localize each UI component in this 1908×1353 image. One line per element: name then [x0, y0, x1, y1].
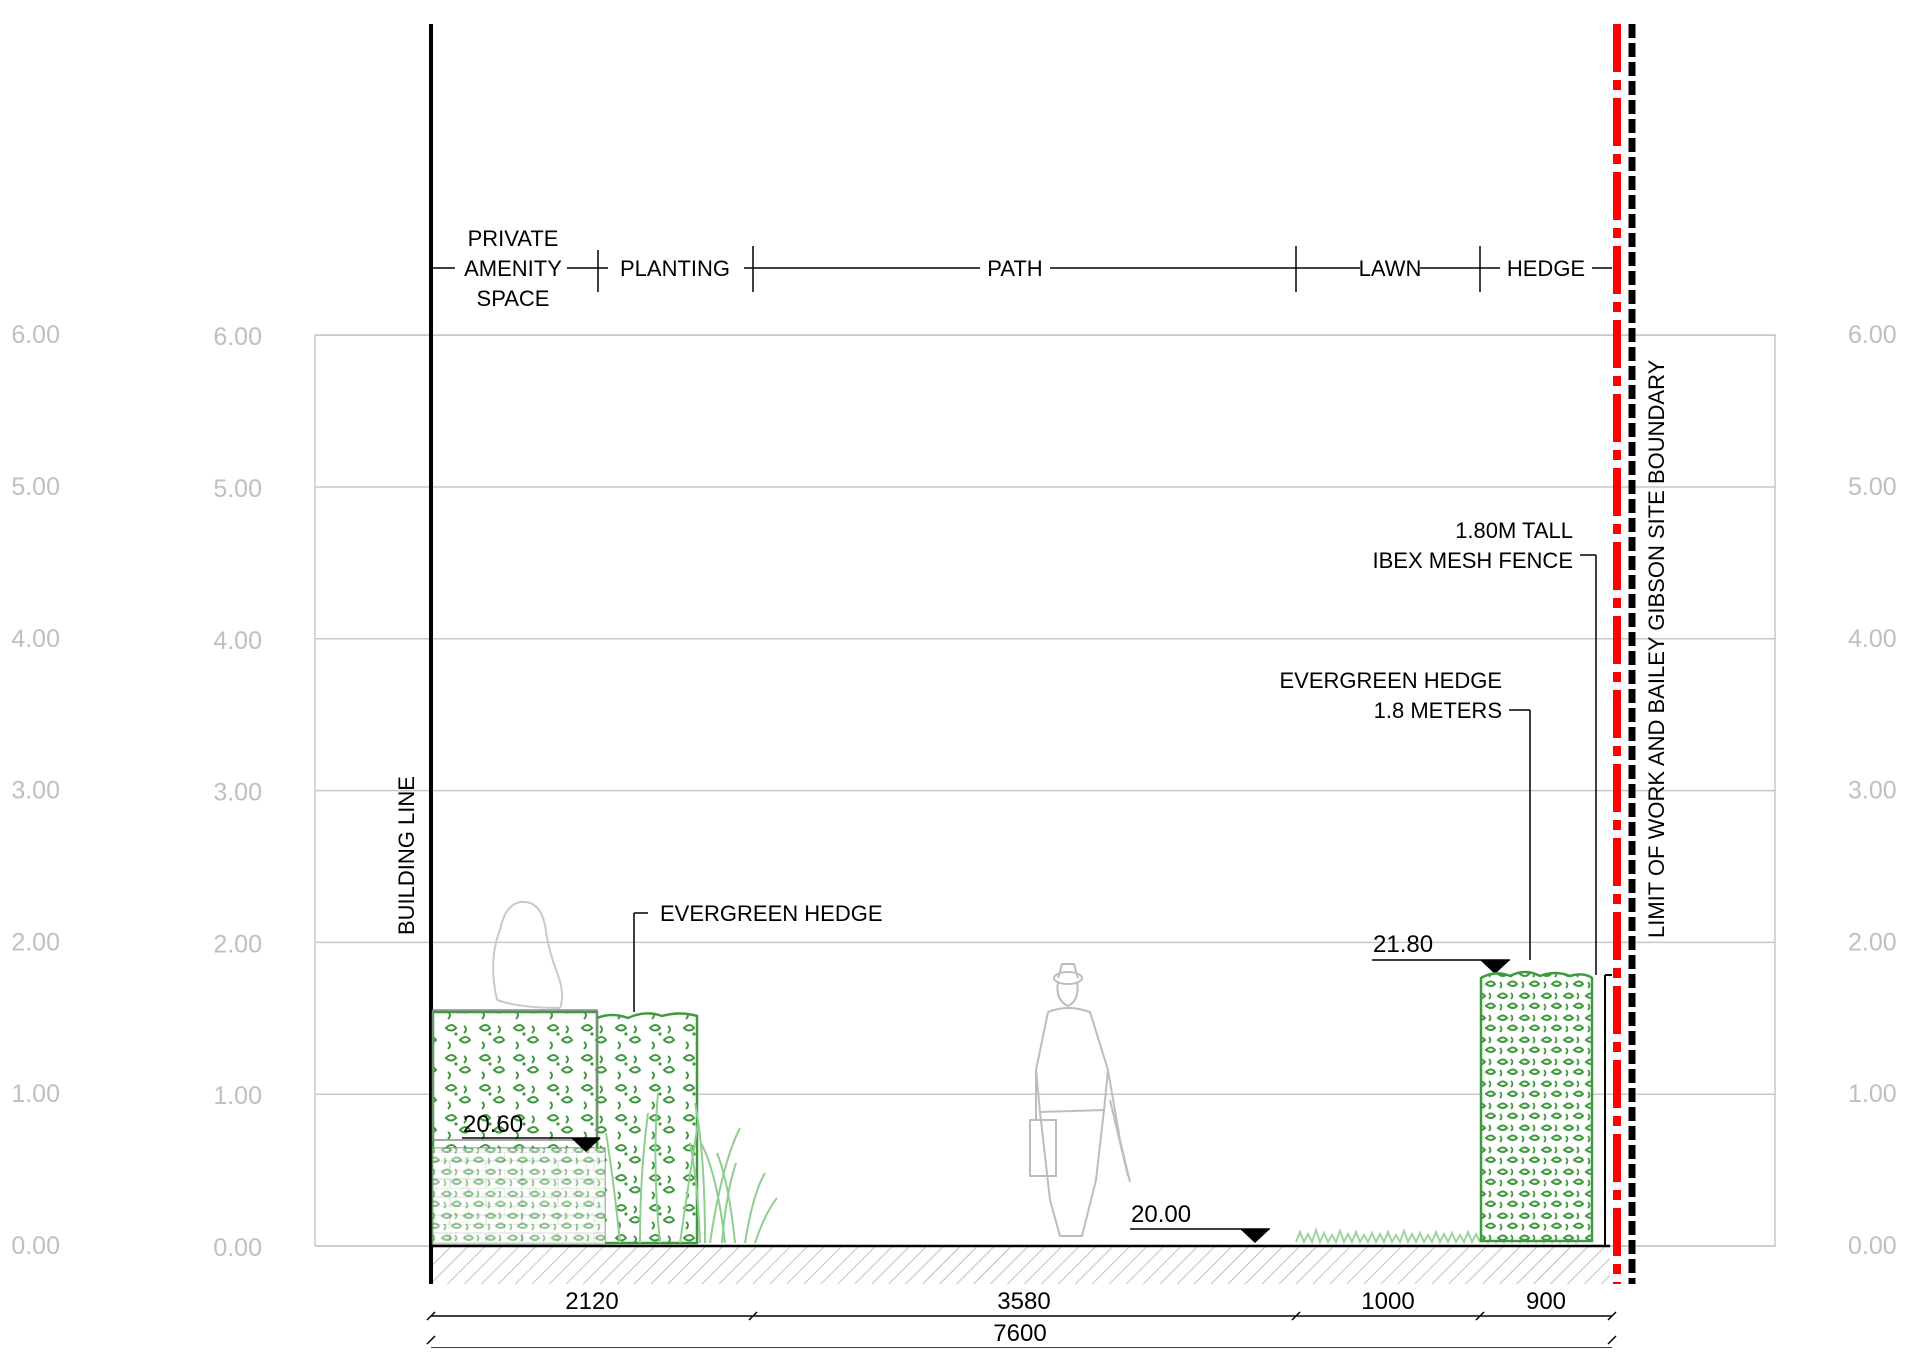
left-grass [605, 1092, 778, 1244]
level-hedge-label: 21.80 [1373, 931, 1433, 958]
right-hedge-label-1: EVERGREEN HEDGE [1280, 668, 1503, 693]
dim-segment-2: 3580 [997, 1288, 1050, 1315]
zone-private-line2: AMENITY [464, 256, 562, 281]
level-marker-path: 20.00 [1130, 1201, 1270, 1243]
zone-path: PATH [987, 256, 1042, 281]
left-hedge-label: EVERGREEN HEDGE [660, 901, 883, 926]
fence-label-2: IBEX MESH FENCE [1373, 548, 1573, 573]
walking-figure [1029, 963, 1131, 1237]
seated-figure [492, 900, 564, 1009]
grid-label: 6.00 [213, 323, 262, 351]
grid-label: 5.00 [1848, 473, 1897, 501]
zone-planting: PLANTING [620, 256, 730, 281]
zone-lawn: LAWN [1359, 256, 1422, 281]
grid-label: 3.00 [1848, 777, 1897, 805]
grid-label: 2.00 [1848, 928, 1897, 956]
grid-label: 4.00 [11, 625, 60, 653]
right-hedge [1479, 970, 1594, 1243]
grid-label: 0.00 [11, 1232, 60, 1260]
grid-label: 6.00 [1848, 321, 1897, 349]
building-line-label: BUILDING LINE [394, 776, 419, 935]
level-marker-hedge: 21.80 [1372, 931, 1510, 974]
grid-label: 4.00 [1848, 625, 1897, 653]
fence-leader [1580, 554, 1597, 975]
dim-segment-4: 900 [1526, 1288, 1566, 1315]
grid-label: 1.00 [11, 1080, 60, 1108]
grid-label: 5.00 [213, 475, 262, 503]
level-left-label: 20.60 [463, 1111, 523, 1138]
site-boundary-label: LIMIT OF WORK AND BAILEY GIBSON SITE BOU… [1644, 359, 1669, 938]
grid-label: 3.00 [11, 777, 60, 805]
grid-label: 1.00 [213, 1082, 262, 1110]
grid-label: 2.00 [213, 930, 262, 958]
dim-total: 7600 [993, 1320, 1046, 1347]
amenity-box [432, 1009, 598, 1141]
grid-label: 2.00 [11, 928, 60, 956]
ground-hatch [432, 1246, 1610, 1284]
right-hedge-leader [1509, 709, 1531, 960]
right-hedge-label-2: 1.8 METERS [1374, 698, 1502, 723]
zone-private-line3: SPACE [477, 286, 550, 311]
fence-label-1: 1.80M TALL [1455, 518, 1573, 543]
grid-label: 0.00 [213, 1234, 262, 1262]
zone-private-line1: PRIVATE [468, 226, 559, 251]
grid-label: 0.00 [1848, 1232, 1897, 1260]
level-path-label: 20.00 [1131, 1201, 1191, 1228]
grid-label: 6.00 [11, 321, 60, 349]
zone-hedge: HEDGE [1507, 256, 1585, 281]
grid-label: 4.00 [213, 627, 262, 655]
grid-label: 3.00 [213, 779, 262, 807]
grid-labels-right: 0.00 1.00 2.00 3.00 4.00 5.00 6.00 [1848, 321, 1897, 1260]
grid-label: 1.00 [1848, 1080, 1897, 1108]
grid-labels-far-left: 0.00 1.00 2.00 3.00 4.00 5.00 6.00 [11, 321, 60, 1260]
dim-segment-1: 2120 [565, 1288, 618, 1315]
dim-segment-3: 1000 [1361, 1288, 1414, 1315]
grid-label: 5.00 [11, 473, 60, 501]
level-marker-left: 20.60 [462, 1111, 601, 1152]
grid-labels-left: 0.00 1.00 2.00 3.00 4.00 5.00 6.00 [213, 323, 262, 1262]
